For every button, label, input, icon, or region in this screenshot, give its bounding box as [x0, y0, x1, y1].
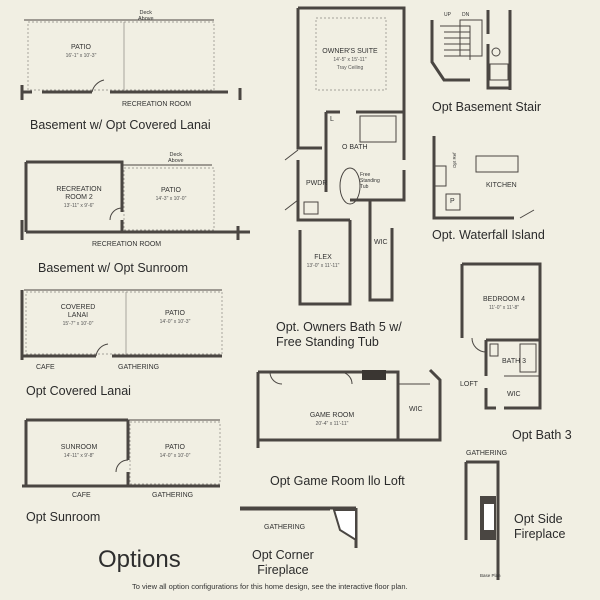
base-plan-label: Base Plan: [480, 573, 501, 578]
room-owners-suite: OWNER'S SUITE 14'-5" x 15'-11" Tray Ceilin…: [318, 48, 382, 72]
room-recreation: RECREATION ROOM: [122, 101, 192, 108]
room-name: BEDROOM 4: [482, 296, 525, 303]
plan-basement-stair: [430, 10, 512, 90]
room-name: RECREATION ROOM 2: [56, 186, 102, 201]
plan-covered-lanai: [20, 289, 223, 360]
deck-above-note: Deck Above: [168, 152, 184, 164]
room-bath-3: BATH 3: [502, 358, 526, 365]
room-gathering: GATHERING: [466, 450, 508, 457]
deck-above-note: Deck Above: [138, 10, 154, 22]
room-name: FLEX: [314, 254, 332, 261]
room-dimension: 11'-0" x 11'-8": [488, 305, 519, 311]
caption-corner-fireplace: Opt Corner Fireplace: [252, 548, 314, 577]
room-owners-bath: O BATH: [342, 144, 368, 151]
room-wic: WIC: [374, 239, 388, 246]
caption-basement-stair: Opt Basement Stair: [432, 100, 542, 114]
room-name: PATIO: [165, 444, 185, 451]
room-dimension: 13'-0" x 11'-11": [306, 263, 340, 269]
caption-basement-sunroom: Basement w/ Opt Sunroom: [38, 261, 189, 275]
plan-game-room: [256, 368, 442, 448]
room-dimension: 14'-3" x 10'-0": [155, 196, 187, 202]
caption-basement-covered-lanai: Basement w/ Opt Covered Lanai: [30, 118, 211, 132]
room-name: COVERED LANAI: [60, 304, 96, 319]
caption-bath-3: Opt Bath 3: [512, 428, 572, 442]
room-dimension: 13'-11" x 9'-6": [63, 203, 95, 209]
free-standing-tub-label: Free Standing Tub: [360, 172, 380, 190]
plan-basement-sunroom: [20, 160, 250, 240]
caption-waterfall-island: Opt. Waterfall Island: [432, 228, 545, 242]
room-flex: FLEX 13'-0" x 11'-11": [298, 254, 348, 270]
plan-bath3: [460, 262, 542, 410]
room-name: PATIO: [165, 310, 185, 317]
footnote: To view all option configurations for th…: [132, 582, 408, 591]
room-name: GAME ROOM: [309, 412, 355, 419]
room-gathering: GATHERING: [118, 364, 160, 371]
room-dimension: 20'-4" x 11'-11": [315, 421, 349, 427]
room-cafe: CAFE: [36, 364, 55, 371]
room-name: OWNER'S SUITE: [322, 48, 378, 55]
room-patio: PATIO 14'-0" x 10'-3": [150, 310, 200, 326]
room-recreation-2: RECREATION ROOM 2 13'-11" x 9'-6": [44, 186, 114, 210]
caption-sunroom: Opt Sunroom: [26, 510, 101, 524]
room-dimension: 14'-5" x 15'-11": [333, 57, 367, 63]
room-pantry: P: [450, 198, 455, 205]
caption-owners-bath: Opt. Owners Bath 5 w/ Free Standing Tub: [276, 320, 402, 349]
room-wic: WIC: [507, 391, 521, 398]
plan-side-fireplace: [464, 460, 500, 580]
room-loft: LOFT: [460, 381, 478, 388]
room-covered-lanai: COVERED LANAI 15'-7" x 10'-0": [50, 304, 106, 328]
plan-basement-lanai: [20, 19, 242, 100]
room-powder: PWDR: [306, 180, 328, 187]
caption-covered-lanai: Opt Covered Lanai: [26, 384, 131, 398]
room-cafe: CAFE: [72, 492, 91, 499]
room-dimension: 14'-0" x 10'-3": [159, 319, 191, 325]
room-patio: PATIO 14'-0" x 10'-0": [150, 444, 200, 460]
room-patio: PATIO 16'-1" x 10'-3": [56, 44, 106, 60]
room-linen: L: [330, 116, 334, 123]
room-gathering: GATHERING: [152, 492, 194, 499]
room-dimension: 16'-1" x 10'-3": [65, 53, 97, 59]
room-game-room: GAME ROOM 20'-4" x 11'-11": [302, 412, 362, 428]
room-gathering: GATHERING: [264, 524, 306, 531]
page-title: Options: [98, 546, 181, 573]
room-name: PATIO: [161, 187, 181, 194]
room-sunroom: SUNROOM 14'-11" x 9'-8": [54, 444, 104, 460]
room-recreation: RECREATION ROOM: [92, 241, 162, 248]
room-kitchen: KITCHEN: [486, 182, 517, 189]
plan-sunroom: [22, 418, 221, 488]
opt-ref-label: Opt Ref: [452, 152, 457, 168]
room-dimension: 15'-7" x 10'-0": [62, 321, 94, 327]
room-name: PATIO: [71, 44, 91, 51]
plan-owners-bath: [284, 6, 406, 306]
plan-corner-fireplace: [240, 506, 358, 548]
room-name: SUNROOM: [60, 444, 98, 451]
stair-down-label: DN: [462, 12, 470, 18]
room-patio: PATIO 14'-3" x 10'-0": [146, 187, 196, 203]
room-wic: WIC: [409, 406, 423, 413]
stair-up-label: UP: [444, 12, 451, 18]
room-dimension: 14'-11" x 9'-8": [63, 453, 95, 459]
plan-waterfall-island: [432, 136, 535, 220]
caption-side-fireplace: Opt Side Fireplace: [514, 512, 566, 541]
room-dimension: 14'-0" x 10'-0": [159, 453, 191, 459]
ceiling-note: Tray Ceiling: [336, 65, 364, 71]
room-bedroom-4: BEDROOM 4 11'-0" x 11'-8": [476, 296, 532, 312]
caption-game-room: Opt Game Room llo Loft: [270, 474, 405, 488]
